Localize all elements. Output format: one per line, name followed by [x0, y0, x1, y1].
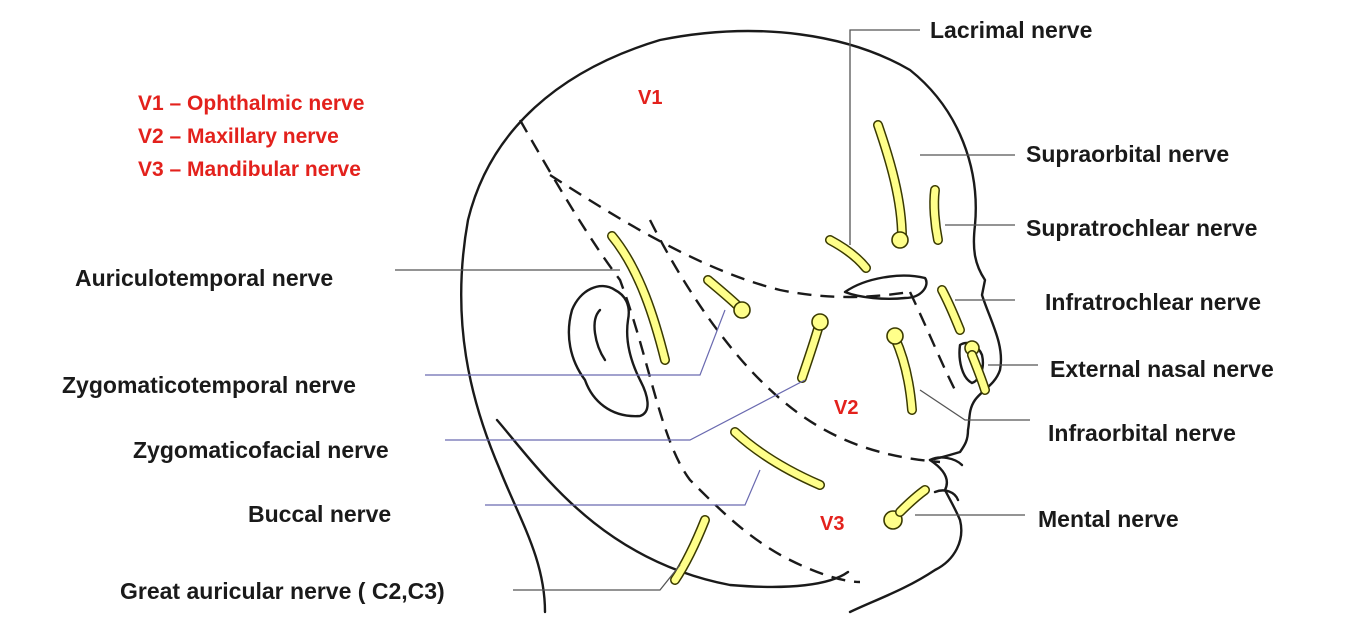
nerve-supraorbital — [873, 120, 909, 249]
head-outline — [460, 29, 1003, 614]
nerve-buccal — [730, 427, 825, 490]
leader-zygomaticotemporal — [425, 309, 726, 376]
legend-v2: V2 – Maxillary nerve — [138, 125, 339, 148]
legend: V1 – Ophthalmic nerve V2 – Maxillary ner… — [138, 92, 364, 181]
nerve-lacrimal — [825, 235, 871, 273]
nerve-zygomaticotemporal — [703, 275, 751, 319]
nerve-zygomaticofacial — [797, 313, 829, 383]
label-mental: Mental nerve — [1038, 506, 1179, 532]
legend-v1: V1 – Ophthalmic nerve — [138, 92, 364, 115]
zone-v1: V1 — [638, 87, 662, 109]
label-auriculotemporal: Auriculotemporal nerve — [75, 265, 333, 291]
label-infratrochlear: Infratrochlear nerve — [1045, 289, 1261, 315]
leader-zygomaticofacial — [445, 379, 806, 441]
nerve-branches — [607, 120, 990, 585]
leader-infraorbital — [919, 389, 1030, 421]
nerve-external-nasal — [964, 340, 990, 395]
zone-v3: V3 — [820, 513, 844, 535]
leader-buccal — [485, 469, 761, 506]
label-infraorbital: Infraorbital nerve — [1048, 420, 1236, 446]
label-great-auricular: Great auricular nerve ( C2,C3) — [120, 578, 445, 604]
label-external-nasal: External nasal nerve — [1050, 356, 1274, 382]
zone-v2: V2 — [834, 397, 858, 419]
leader-great-auricular — [513, 564, 681, 591]
leader-lacrimal — [849, 29, 920, 245]
label-zygomaticotemporal: Zygomaticotemporal nerve — [62, 372, 356, 398]
label-buccal: Buccal nerve — [248, 501, 391, 527]
nerve-infraorbital — [886, 327, 917, 415]
label-lacrimal: Lacrimal nerve — [930, 17, 1092, 43]
label-supratrochlear: Supratrochlear nerve — [1026, 215, 1257, 241]
nerve-great-auricular — [670, 515, 710, 585]
ear — [567, 284, 649, 418]
nerve-auriculotemporal — [607, 231, 670, 365]
nerve-infratrochlear — [937, 285, 965, 335]
dermatome-boundaries — [518, 119, 957, 584]
leader-lines — [395, 29, 1038, 591]
label-supraorbital: Supraorbital nerve — [1026, 141, 1229, 167]
legend-v3: V3 – Mandibular nerve — [138, 158, 361, 181]
nerve-mental — [883, 485, 930, 530]
label-zygomaticofacial: Zygomaticofacial nerve — [133, 437, 389, 463]
nerve-supratrochlear — [929, 185, 943, 245]
